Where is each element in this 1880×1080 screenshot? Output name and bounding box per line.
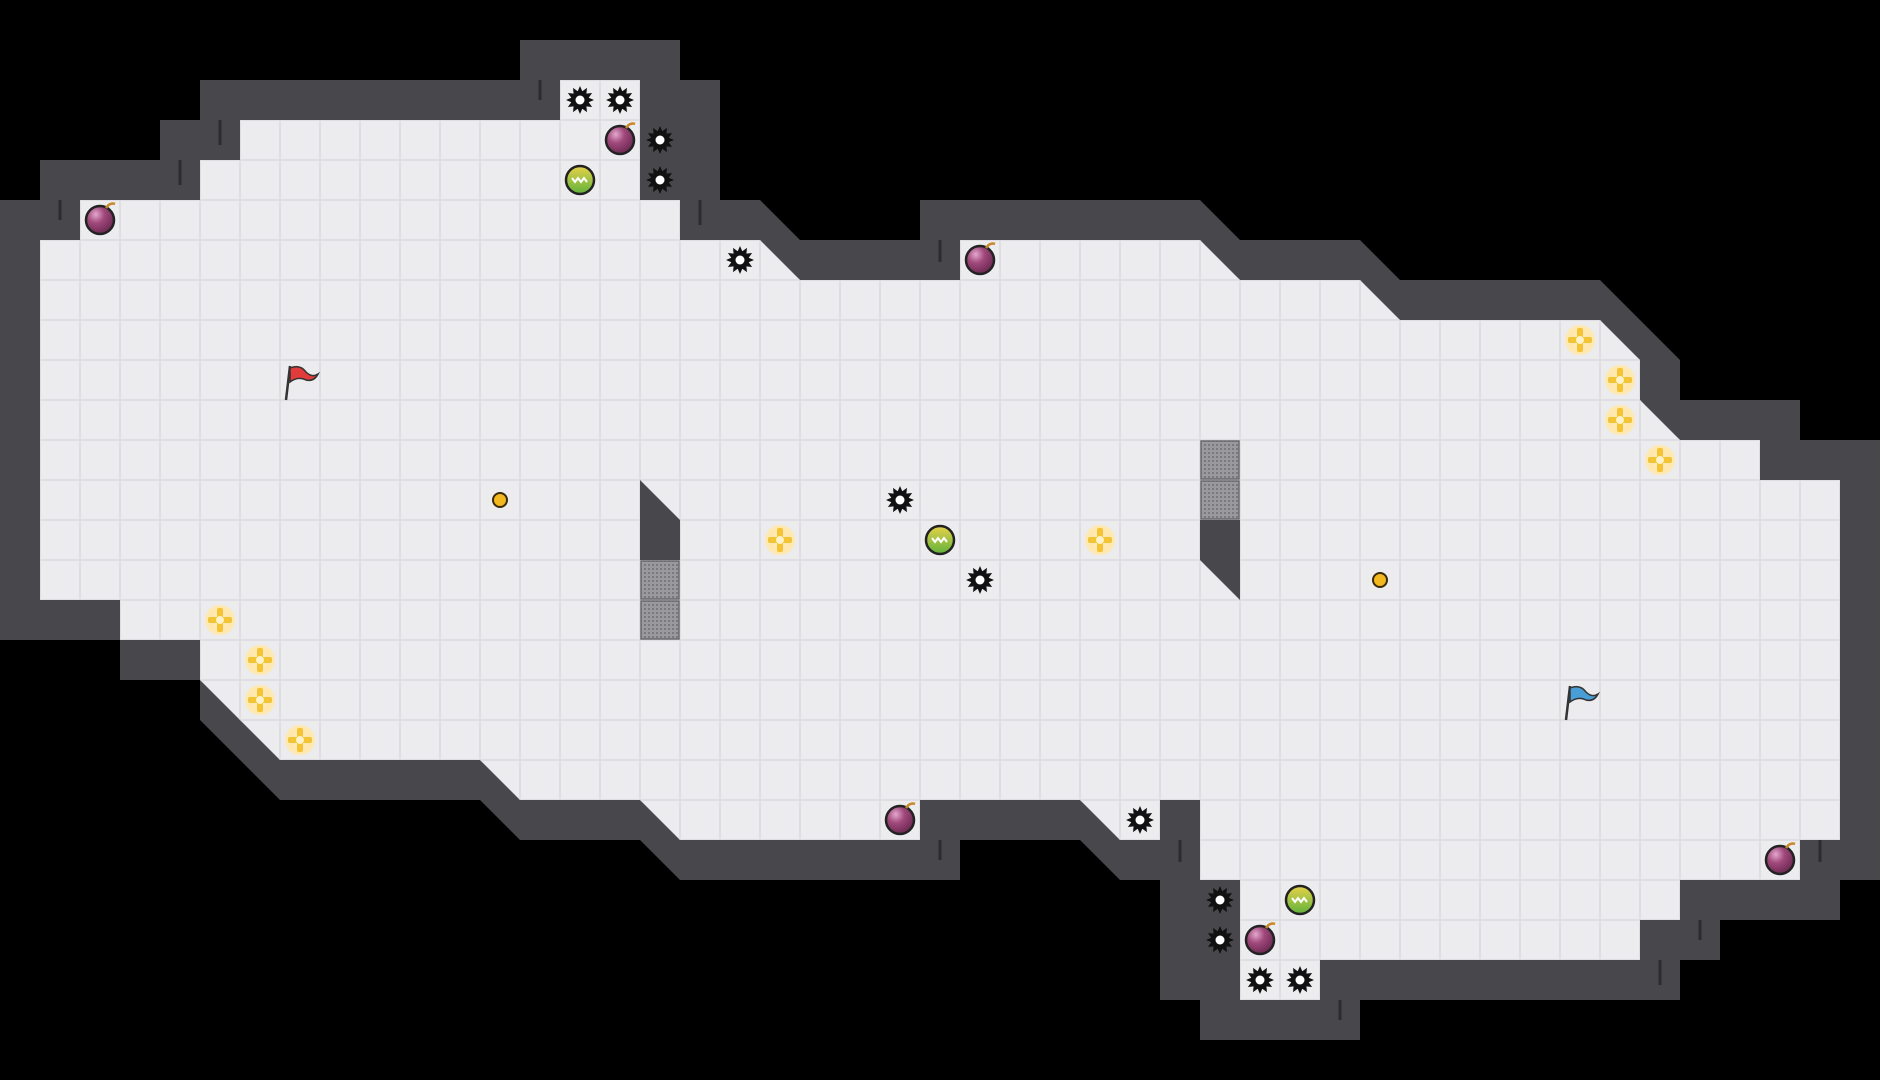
wall-wedge-left [640,480,680,560]
boost-icon [765,525,795,555]
bomb-icon [884,802,916,836]
spike-icon [1206,926,1234,954]
bomb-icon [604,122,636,156]
red-flag-icon [284,365,320,401]
wall-trim [58,80,1822,1020]
powerup-icon [564,164,596,196]
gate-icon [1200,480,1240,520]
spike-icon [1206,886,1234,914]
boost-icon [245,685,275,715]
bomb-icon [964,242,996,276]
spike-icon [966,566,994,594]
spike-icon [646,126,674,154]
gate-icon [1200,440,1240,480]
boost-icon [245,645,275,675]
gate-icon [640,600,680,640]
boost-icon [285,725,315,755]
spike-icon [1126,806,1154,834]
boost-icon [1085,525,1115,555]
boost-icon [1645,445,1675,475]
boost-icon [205,605,235,635]
gate-icon [640,560,680,600]
spike-icon [606,86,634,114]
boost-icon [1605,405,1635,435]
token-icon [492,492,508,508]
bomb-icon [1244,922,1276,956]
spike-icon [726,246,754,274]
spike-icon [646,166,674,194]
token-icon [1372,572,1388,588]
powerup-icon [924,524,956,556]
boost-icon [1565,325,1595,355]
spike-icon [1246,966,1274,994]
spike-icon [1286,966,1314,994]
blue-flag-icon [1564,685,1600,721]
bomb-icon [84,202,116,236]
spike-icon [886,486,914,514]
bomb-icon [1764,842,1796,876]
powerup-icon [1284,884,1316,916]
wall-wedge-right [1200,520,1240,600]
spike-icon [566,86,594,114]
boost-icon [1605,365,1635,395]
